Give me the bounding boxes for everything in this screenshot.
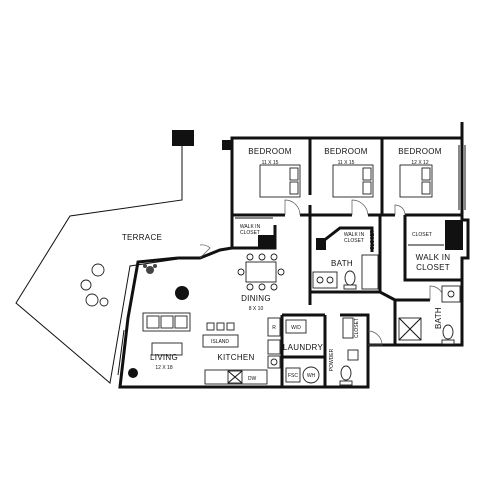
closet-mid-block xyxy=(316,238,326,250)
door-entry xyxy=(367,330,383,346)
powder-sink xyxy=(347,349,359,361)
walk-in-closet-large-line2: CLOSET xyxy=(416,263,450,272)
bathtub-1 xyxy=(361,254,379,290)
dishwasher-icon xyxy=(227,370,243,384)
walk-in-closet-mid-line2: CLOSET xyxy=(344,238,364,244)
closet3-block xyxy=(445,220,463,250)
sofa xyxy=(142,312,191,332)
bed-1 xyxy=(259,164,301,198)
bedroom2-label: BEDROOM xyxy=(324,147,367,156)
terrace-label: TERRACE xyxy=(122,233,162,242)
dining-table xyxy=(237,253,285,291)
exterior-wall-top xyxy=(224,122,464,147)
door-terrace xyxy=(199,244,211,259)
closet1-block xyxy=(258,235,276,249)
bedroom3-size: 12 X 12 xyxy=(411,160,428,166)
laundry-label: LAUNDRY xyxy=(283,343,324,352)
dining-label: DINING xyxy=(241,294,271,303)
wall-powder xyxy=(323,313,370,387)
kitchen-label: KITCHEN xyxy=(217,353,254,362)
bedroom1-size: 11 X 15 xyxy=(262,160,279,166)
walk-in-closet-small-line1: WALK IN xyxy=(240,224,261,230)
coffee-table xyxy=(151,342,183,356)
terrace-chairs xyxy=(80,263,109,307)
wall-laundry xyxy=(282,313,325,359)
wd-label: W/D xyxy=(291,325,301,331)
closet-small-label: CLOSET xyxy=(412,232,432,238)
powder-label: POWDER xyxy=(329,348,335,371)
powder-toilet xyxy=(339,365,353,386)
column-round xyxy=(175,286,189,300)
wall-hall xyxy=(308,290,396,305)
terrace-outline xyxy=(15,142,183,384)
range-icon xyxy=(267,339,281,355)
bath2-label: BATH xyxy=(434,307,443,329)
toilet-2 xyxy=(441,324,455,345)
vanity-2 xyxy=(441,285,461,303)
vanity-1 xyxy=(312,271,338,289)
exterior-wall-left xyxy=(118,256,200,389)
plant-icon xyxy=(143,264,157,274)
wall-closet-mid xyxy=(317,226,374,252)
column-round-small xyxy=(128,368,138,378)
fridge-icon xyxy=(267,317,281,337)
living-label: LIVING xyxy=(150,353,178,362)
bath1-label: BATH xyxy=(331,259,353,268)
island-counter xyxy=(202,334,239,348)
bedroom3-label: BEDROOM xyxy=(398,147,441,156)
toilet-1 xyxy=(343,270,357,290)
dining-size: 8 X 10 xyxy=(249,306,264,312)
island-label: ISLAND xyxy=(211,339,229,345)
bedroom1-label: BEDROOM xyxy=(248,147,291,156)
exterior-wall-top-left xyxy=(178,145,234,260)
shower-2 xyxy=(398,317,422,341)
wh-label: WH xyxy=(307,373,316,379)
wall-bath2 xyxy=(393,298,430,345)
living-size: 12 X 18 xyxy=(155,365,172,371)
column-top-left xyxy=(172,130,194,146)
washer-dryer-icon xyxy=(285,319,307,334)
fridge-label: R xyxy=(272,325,276,331)
walk-in-closet-small-line2: CLOSET xyxy=(240,230,260,236)
fsc-box xyxy=(285,367,301,383)
door-bed1 xyxy=(284,199,301,216)
wall-closet3 xyxy=(403,215,462,282)
column-top-mid xyxy=(222,140,232,150)
bedroom2-size: 11 X 15 xyxy=(338,160,355,166)
fsc-label: FSC xyxy=(288,373,298,379)
dw-label: DW xyxy=(248,376,257,382)
walk-in-closet-large-line1: WALK IN xyxy=(416,253,451,262)
walk-in-closet-mid-line1: WALK IN xyxy=(344,232,365,238)
bed-2 xyxy=(332,164,374,198)
door-bed2 xyxy=(351,199,369,216)
closet-tiny-label: CLOSET xyxy=(370,230,376,250)
wall-bath1 xyxy=(308,215,382,294)
bar-stools xyxy=(206,322,235,331)
laundry-closet-label: CLOSET xyxy=(354,318,360,338)
laundry-closet-shelf xyxy=(342,317,354,339)
sink-icon xyxy=(267,355,281,369)
window-right xyxy=(458,145,466,210)
window-living xyxy=(117,329,125,376)
water-heater-icon xyxy=(302,366,320,384)
bed-3 xyxy=(399,164,433,198)
door-bed3 xyxy=(394,204,406,216)
